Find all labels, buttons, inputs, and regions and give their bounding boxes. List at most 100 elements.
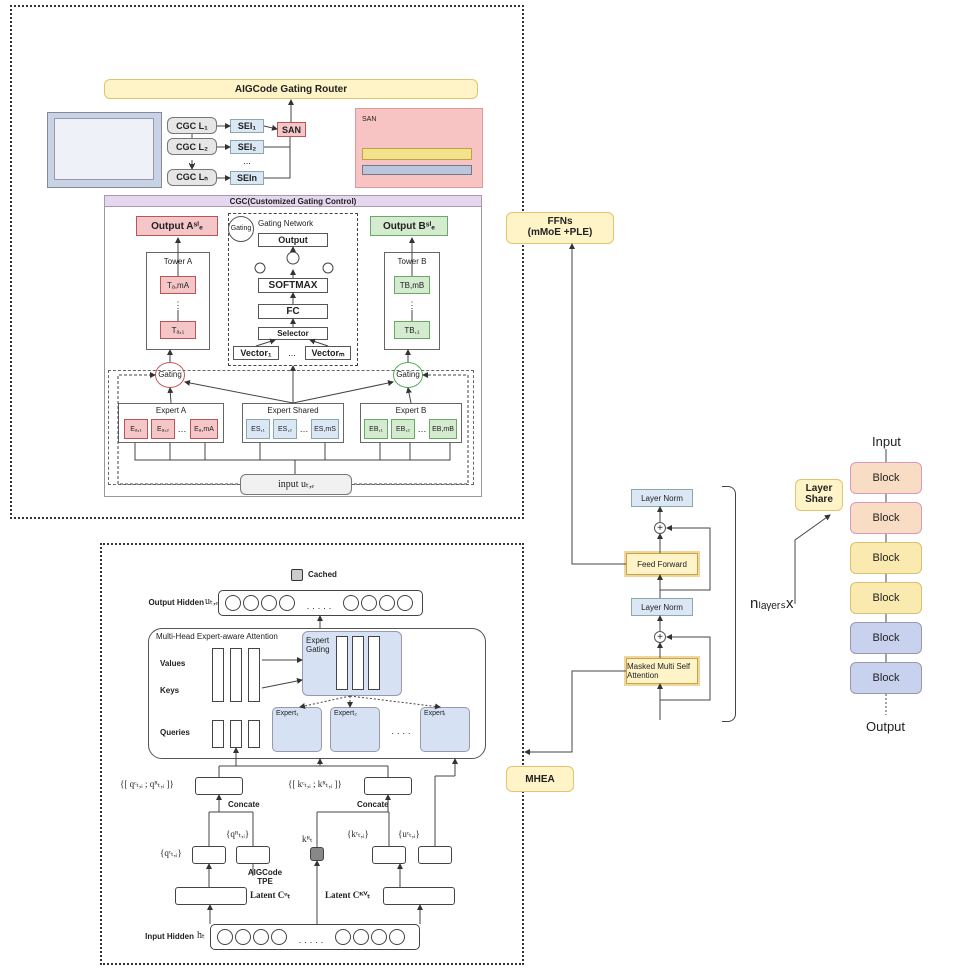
vk-col-1 [212,648,224,702]
expert-shared-label: Expert Shared [267,406,319,415]
tpe-label: AIGCode TPE [247,868,283,886]
qr-box [236,846,270,864]
gn-selector: Selector [258,327,328,340]
attention-title: Multi-Head Expert-aware Attention [156,632,278,641]
keys-label: Keys [160,686,180,695]
output-hidden-label: Output Hidden [148,598,204,607]
stack-block-1: Block [850,462,922,494]
values-label: Values [160,659,186,668]
uc-box [418,846,452,864]
cached-icon [291,569,303,581]
experti-box [420,707,470,752]
expert1-label: Expert₁ [276,710,299,717]
es-1: ES,₁ [246,419,270,439]
gating-col-3 [368,636,380,690]
expert2-label: Expert₂ [334,710,357,717]
queries-label: Queries [160,728,190,737]
eb-m: EB,mB [429,419,457,439]
q-col-1 [212,720,224,748]
kc-box [372,846,406,864]
vk-col-3 [248,648,260,702]
uc-label: {uᶜₜ,ᵢ} [398,829,420,839]
expert-b-label: Expert B [395,406,427,415]
sei-2: SEI₂ [230,140,264,154]
output-hidden-circles: · · · · · [224,595,419,616]
cached-label: Cached [308,570,337,579]
output-a: Output Aˢⁱₑ [136,216,218,236]
gating-col-2 [352,636,364,690]
tower-b-top: TB,mB [394,276,430,294]
latent-q-label: Latent Cᵠₜ [250,890,291,900]
expert2-box [330,707,380,752]
output-hidden-var: uₜ,ₑ [205,596,219,607]
tower-a-dots: ⋮ [173,300,183,310]
eb-1: EB,₁ [364,419,388,439]
ea-dots: … [177,424,187,434]
gn-vectorm: Vectorₘ [305,346,351,360]
san-panel-label: SAN [362,116,377,123]
san-panel-row2 [362,165,472,175]
san-panel-row [362,148,472,160]
gating-b-label: Gating [396,370,420,379]
add-bottom: + [654,631,666,643]
gating-network-circle [228,216,254,242]
ffns-label: FFNs (mMoE +PLE) [506,212,614,244]
gn-vector-dots: ... [288,348,296,358]
input-hidden-label: Input Hidden [145,932,194,941]
top-region [10,5,524,519]
k-concat-label: {[ kᶜₜ,ᵢ ; kᴿₜ,ᵢ ]} [288,779,342,789]
eb-2: EB,₂ [391,419,415,439]
expert-b-box [360,403,462,443]
layer-share-label: Layer Share [795,479,843,511]
vk-col-2 [230,648,242,702]
tower-a-bottom: Tₐ,₁ [160,321,196,339]
stack-block-3: Block [850,542,922,574]
q-concate-label: Concate [228,800,260,809]
input-hidden-bar [210,924,420,950]
output-b: Output Bˢⁱₑ [370,216,448,236]
tower-b-bottom: TB,₁ [394,321,430,339]
kc-label: {kᶜₜ,ᵢ} [347,829,369,839]
expert1-box [272,707,322,752]
k-concate-label: Concate [357,800,389,809]
input-hidden-circles: · · · · · [216,929,416,950]
ea-m: Eₐ,mA [190,419,218,439]
stack-input-label: Input [872,434,901,449]
q-concat-label: {[ qᶜₜ,ᵢ ; qᴿₜ,ᵢ ]} [120,779,174,789]
eb-dots: … [417,424,427,434]
stack-block-4: Block [850,582,922,614]
gating-col-1 [336,636,348,690]
expert-shared-box [242,403,344,443]
es-2: ES,₂ [273,419,297,439]
cgc-l2: CGC L₂ [167,138,217,155]
experts-dots: · · · · [391,728,411,738]
transformer-bracket [722,486,736,722]
input-hidden-var: hₜ [197,930,205,941]
mhea-label: MHEA [506,766,574,792]
nlayers-label: nₗₐᵧₑᵣₛx [750,595,794,612]
cgc-input: input uₜ,ₑ [240,474,352,495]
bottom-region [100,543,524,965]
q-col-3 [248,720,260,748]
expert-a-label: Expert A [155,406,187,415]
stack-block-5: Block [850,622,922,654]
router-title: AIGCode Gating Router [104,79,478,99]
cgc-title: CGC(Customized Gating Control) [104,195,482,207]
latent-kv-label: Latent Cᴷⱽₜ [325,890,371,900]
gn-vector1: Vector₁ [233,346,279,360]
gating-network-label: Gating Network [258,219,314,228]
sei-ellipsis: ... [243,156,251,166]
es-dots: … [299,424,309,434]
ea-1: Eₐ,₁ [124,419,148,439]
expert-gating-label: Expert Gating [306,636,330,654]
qc-label: {qᶜₜ,ᵢ} [160,848,182,858]
gating-a-label: Gating [158,370,182,379]
router-inset-left-inner [54,118,154,180]
cgc-l1: CGC L₁ [167,117,217,134]
masked-attention: Masked Multi Self Attention [624,656,700,686]
stack-block-2: Block [850,502,922,534]
es-m: ES,mS [311,419,339,439]
qr-label: {qᴿₜ,ᵢ} [226,829,250,839]
gating-network-circle-label: Gating [230,225,252,232]
